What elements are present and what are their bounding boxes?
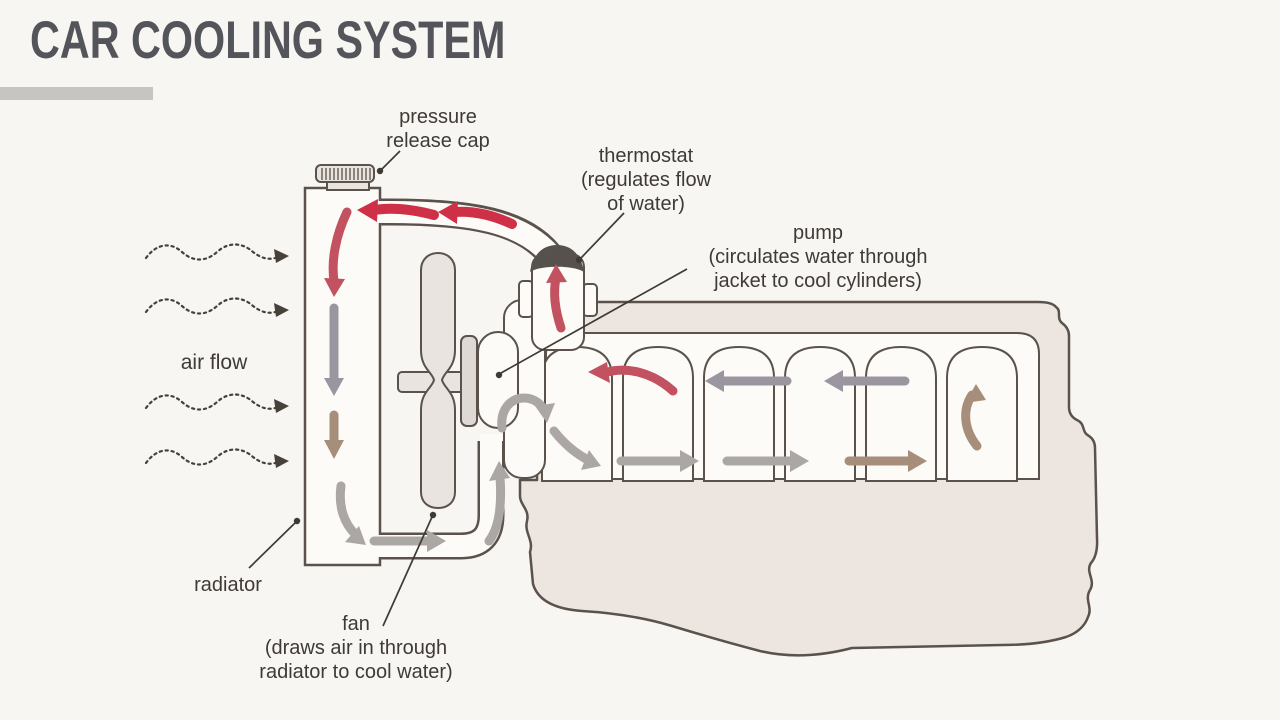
hose-up-curve-arrow xyxy=(484,472,506,546)
leader-dot-pump xyxy=(495,371,503,379)
air-flow-wave xyxy=(144,393,289,413)
radiator-assembly xyxy=(303,164,382,567)
engine-left-arrow-2-head xyxy=(824,370,843,392)
engine-right-arrow-2-head xyxy=(790,450,809,472)
coolant-arrows-rose xyxy=(324,207,678,396)
pressure-cap-ribs xyxy=(321,168,371,180)
leader-thermostat xyxy=(580,212,625,259)
bottom-hose-right-arrowhead xyxy=(427,530,446,552)
label-pressure-cap-line1: pressure xyxy=(399,106,477,128)
leader-fan xyxy=(382,516,433,627)
leader-lines xyxy=(248,150,688,627)
pump-u-turn-arrow xyxy=(497,393,549,433)
engine-right-arrow-1-head xyxy=(680,450,699,472)
engine-left-arrow-1-head xyxy=(705,370,724,392)
radiator-mid-down-arrowhead xyxy=(324,378,344,396)
coolant-arrows-brown xyxy=(324,384,986,472)
label-pump-line2: (circulates water through xyxy=(709,246,928,268)
label-thermostat-line1: thermostat xyxy=(599,145,694,167)
leader-dot-radiator xyxy=(293,517,301,525)
label-thermostat-line2: (regulates flow xyxy=(581,169,712,191)
label-fan-line1: fan xyxy=(342,613,370,635)
label-radiator: radiator xyxy=(194,574,262,596)
bottom-hose-inner xyxy=(377,434,502,557)
pump-to-cylinder-arrow xyxy=(549,426,591,464)
label-pump-line1: pump xyxy=(793,222,843,244)
diagram-labels: pressure release cap thermostat (regulat… xyxy=(181,106,928,683)
cylinder-6 xyxy=(946,345,1018,482)
pump-u-turn-arrowhead xyxy=(535,403,555,423)
title-underline-bar xyxy=(0,87,153,100)
engine-right-brown-arrowhead xyxy=(908,450,927,472)
hose-flow-arrowhead xyxy=(438,201,458,224)
radiator-down-arrow xyxy=(328,207,352,286)
hose-flow-arrow xyxy=(369,203,439,220)
label-fan-line3: radiator to cool water) xyxy=(259,661,452,683)
hose-flow-arrow xyxy=(449,206,517,229)
fan-group xyxy=(420,251,478,510)
air-flow-wave xyxy=(144,297,289,317)
label-fan-line2: (draws air in through xyxy=(265,637,447,659)
leader-pump xyxy=(500,268,688,374)
pump-to-cylinder-arrowhead xyxy=(581,450,601,470)
air-flow-wave xyxy=(144,243,289,263)
radiator-bottom-curve-arrowhead xyxy=(345,526,366,545)
coolant-arrows-purple-gray xyxy=(324,303,910,396)
bottom-hose xyxy=(377,434,505,560)
leader-dot-fan xyxy=(429,511,437,519)
thermostat-cap xyxy=(530,245,584,272)
engine-curved-up-arrowhead xyxy=(965,384,986,403)
leader-pressure-cap xyxy=(381,150,401,170)
top-hose xyxy=(376,198,565,269)
coolant-arrows-gray xyxy=(335,393,809,552)
top-hose-inner xyxy=(376,200,565,269)
radiator-bottom-curve-arrow xyxy=(335,481,360,539)
radiator-down-arrowhead xyxy=(324,278,345,297)
pressure-cap-body xyxy=(315,164,375,183)
air-flow-wave xyxy=(144,448,289,468)
thermostat-neck-flange-right xyxy=(582,283,598,317)
hose-flow-arrowhead xyxy=(357,199,378,222)
label-pressure-cap-line2: release cap xyxy=(386,130,489,152)
page-title: CAR COOLING SYSTEM xyxy=(30,11,506,70)
fan-blade xyxy=(420,251,456,510)
pump-capsule xyxy=(477,331,519,429)
label-air-flow: air flow xyxy=(181,351,248,374)
engine-block xyxy=(518,300,1099,657)
hose-up-curve-arrowhead xyxy=(489,461,510,481)
coolant-arrows-red xyxy=(357,199,517,229)
leader-dot-thermostat xyxy=(575,256,583,264)
air-flow-waves xyxy=(144,243,289,468)
label-pump-line3: jacket to cool cylinders) xyxy=(713,270,922,292)
radiator-low-down-arrowhead xyxy=(324,440,344,459)
engine-left-curved-arrowhead xyxy=(588,362,610,383)
thermostat-neck-flange-left xyxy=(518,280,534,318)
leader-dot-pressure-cap xyxy=(376,167,384,175)
label-thermostat-line3: of water) xyxy=(607,193,685,215)
leader-radiator xyxy=(248,522,296,569)
thermostat-up-arrowhead xyxy=(546,264,567,283)
fan-pulley-plate xyxy=(460,335,478,427)
radiator-body xyxy=(303,186,382,567)
cylinder-2 xyxy=(622,345,694,482)
engine-left-curved-arrow xyxy=(599,365,678,396)
